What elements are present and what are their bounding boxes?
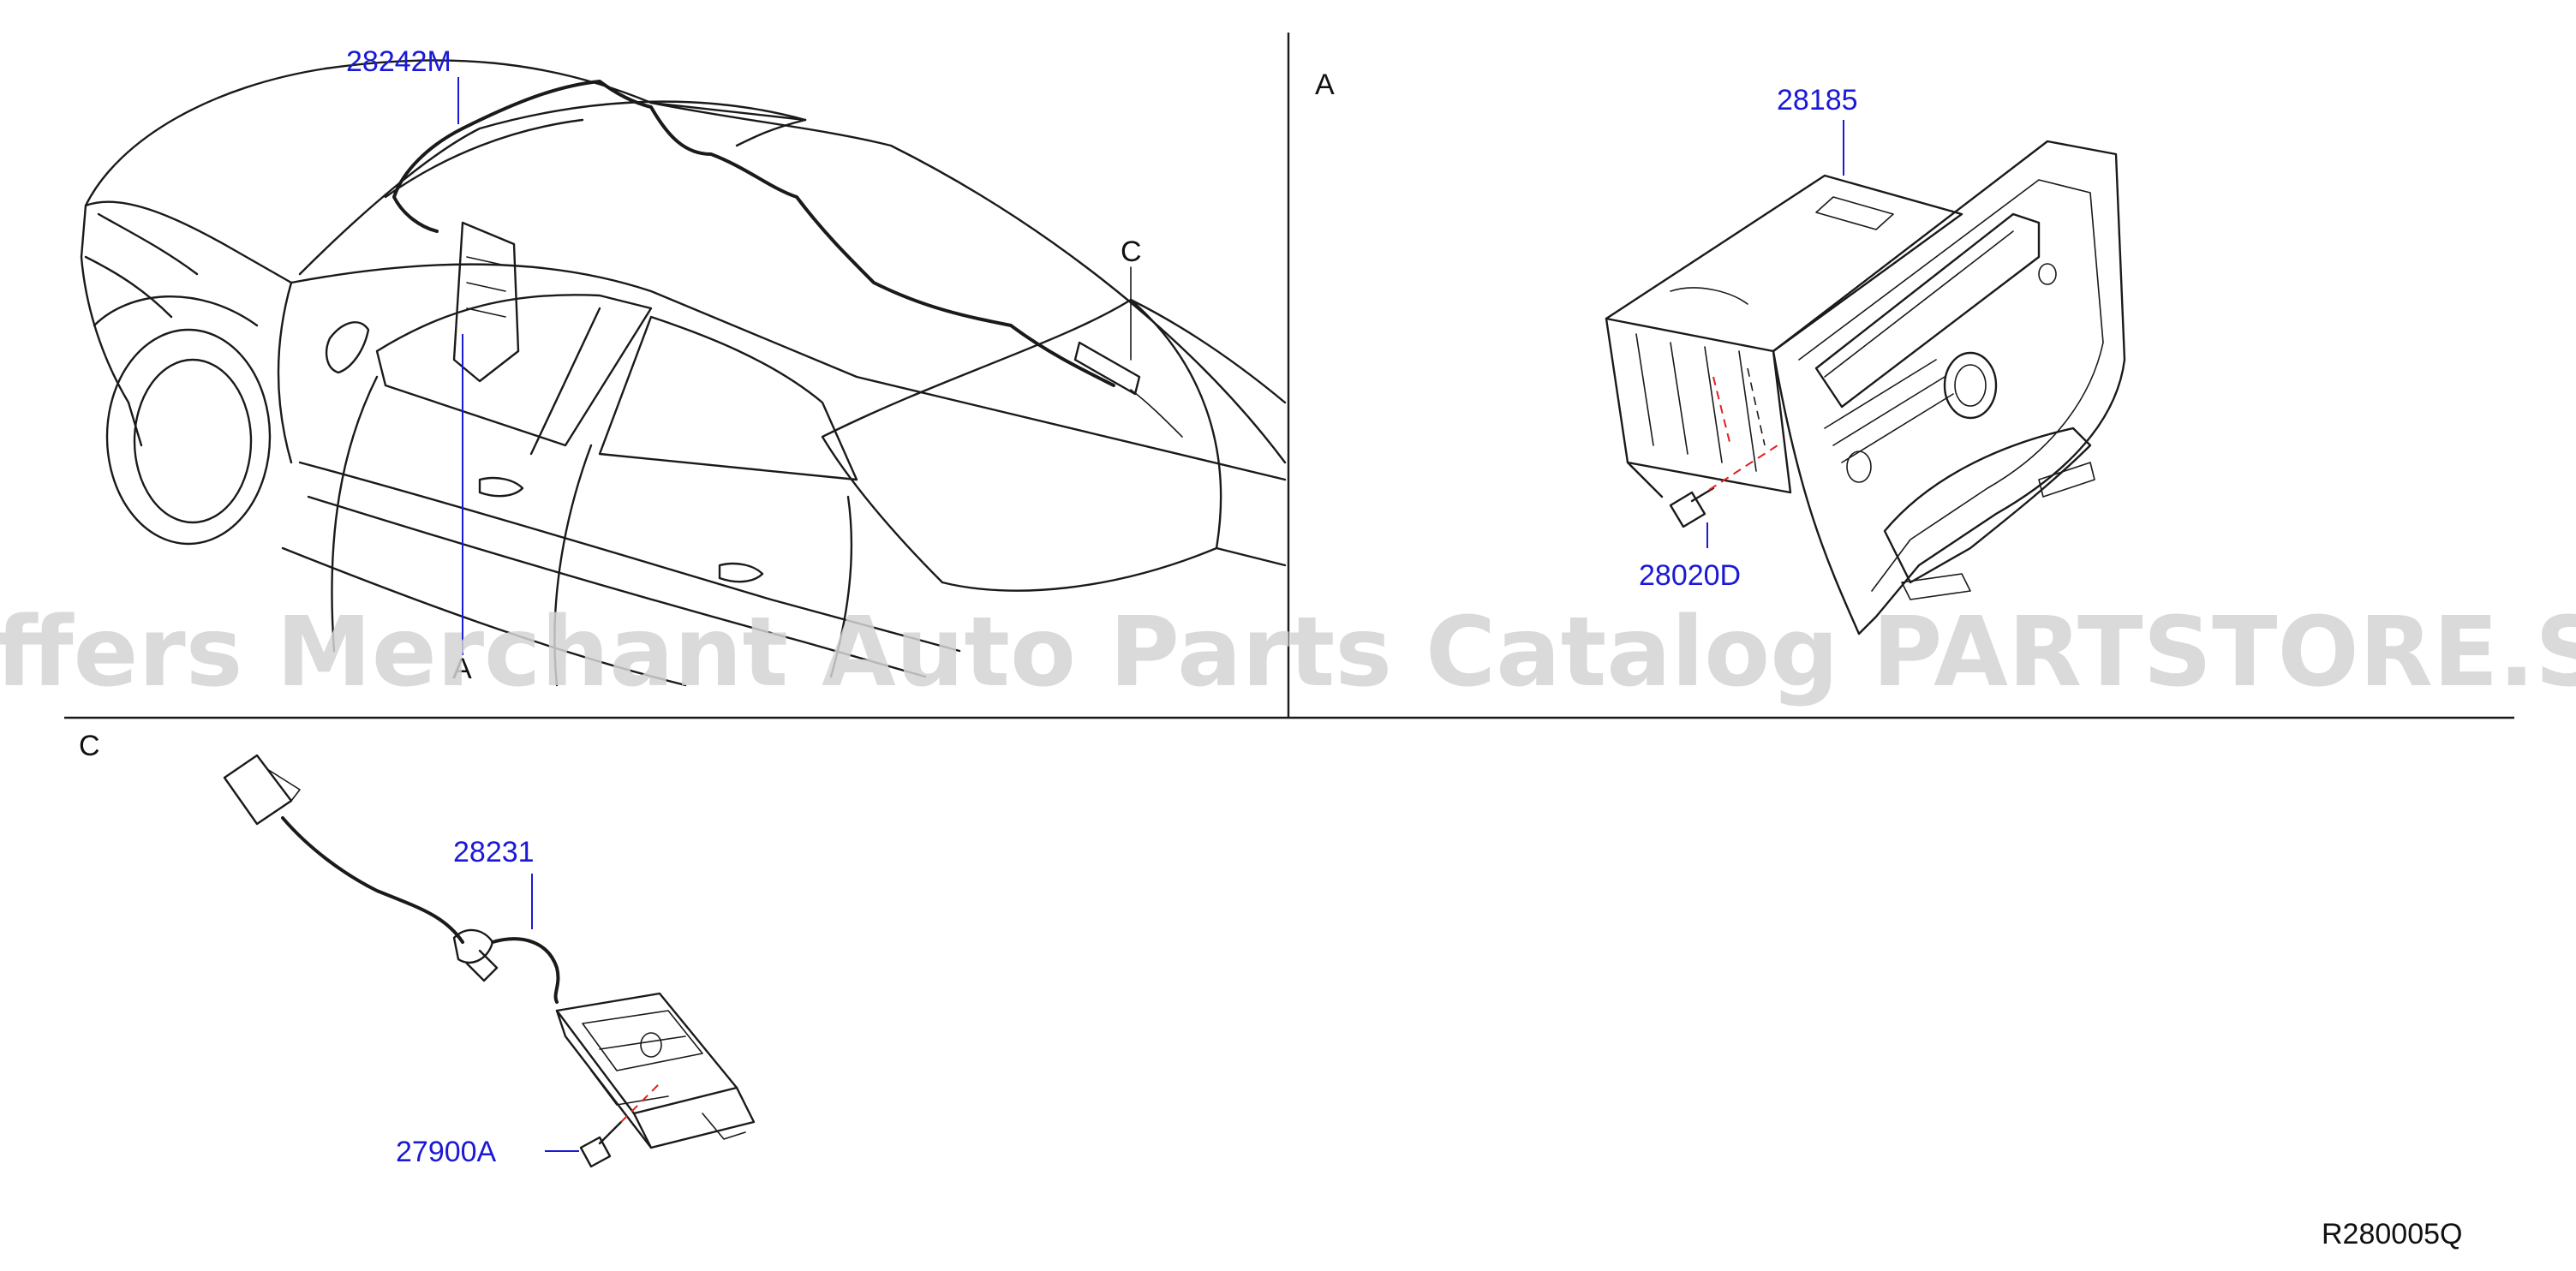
part-label-satellite-antenna[interactable]: 28231 <box>453 836 535 868</box>
part-label-audio-screw[interactable]: 28020D <box>1639 559 1741 592</box>
part-label-antenna-feeder[interactable]: 28242M <box>346 45 451 78</box>
part-label-antenna-screw[interactable]: 27900A <box>396 1136 497 1168</box>
audio-unit-leaders <box>1706 120 1844 548</box>
watermark: Offers Merchant Auto Parts Catalog PARTS… <box>0 597 2576 708</box>
view-a-label: A <box>1315 69 1335 101</box>
vehicle-overview <box>80 59 1287 687</box>
satellite-antenna-leaders <box>531 874 579 1152</box>
satellite-antenna-drawing <box>223 754 756 1168</box>
audio-unit-drawing <box>1605 140 2126 636</box>
part-label-audio-unit[interactable]: 28185 <box>1777 84 1858 116</box>
overview-leaders <box>457 77 1132 655</box>
view-marker-c: C <box>1121 236 1142 268</box>
diagram-id: R280005Q <box>2322 1218 2462 1250</box>
view-marker-a: A <box>452 653 472 685</box>
panel-frame <box>64 33 2514 719</box>
view-c-label: C <box>79 730 100 762</box>
